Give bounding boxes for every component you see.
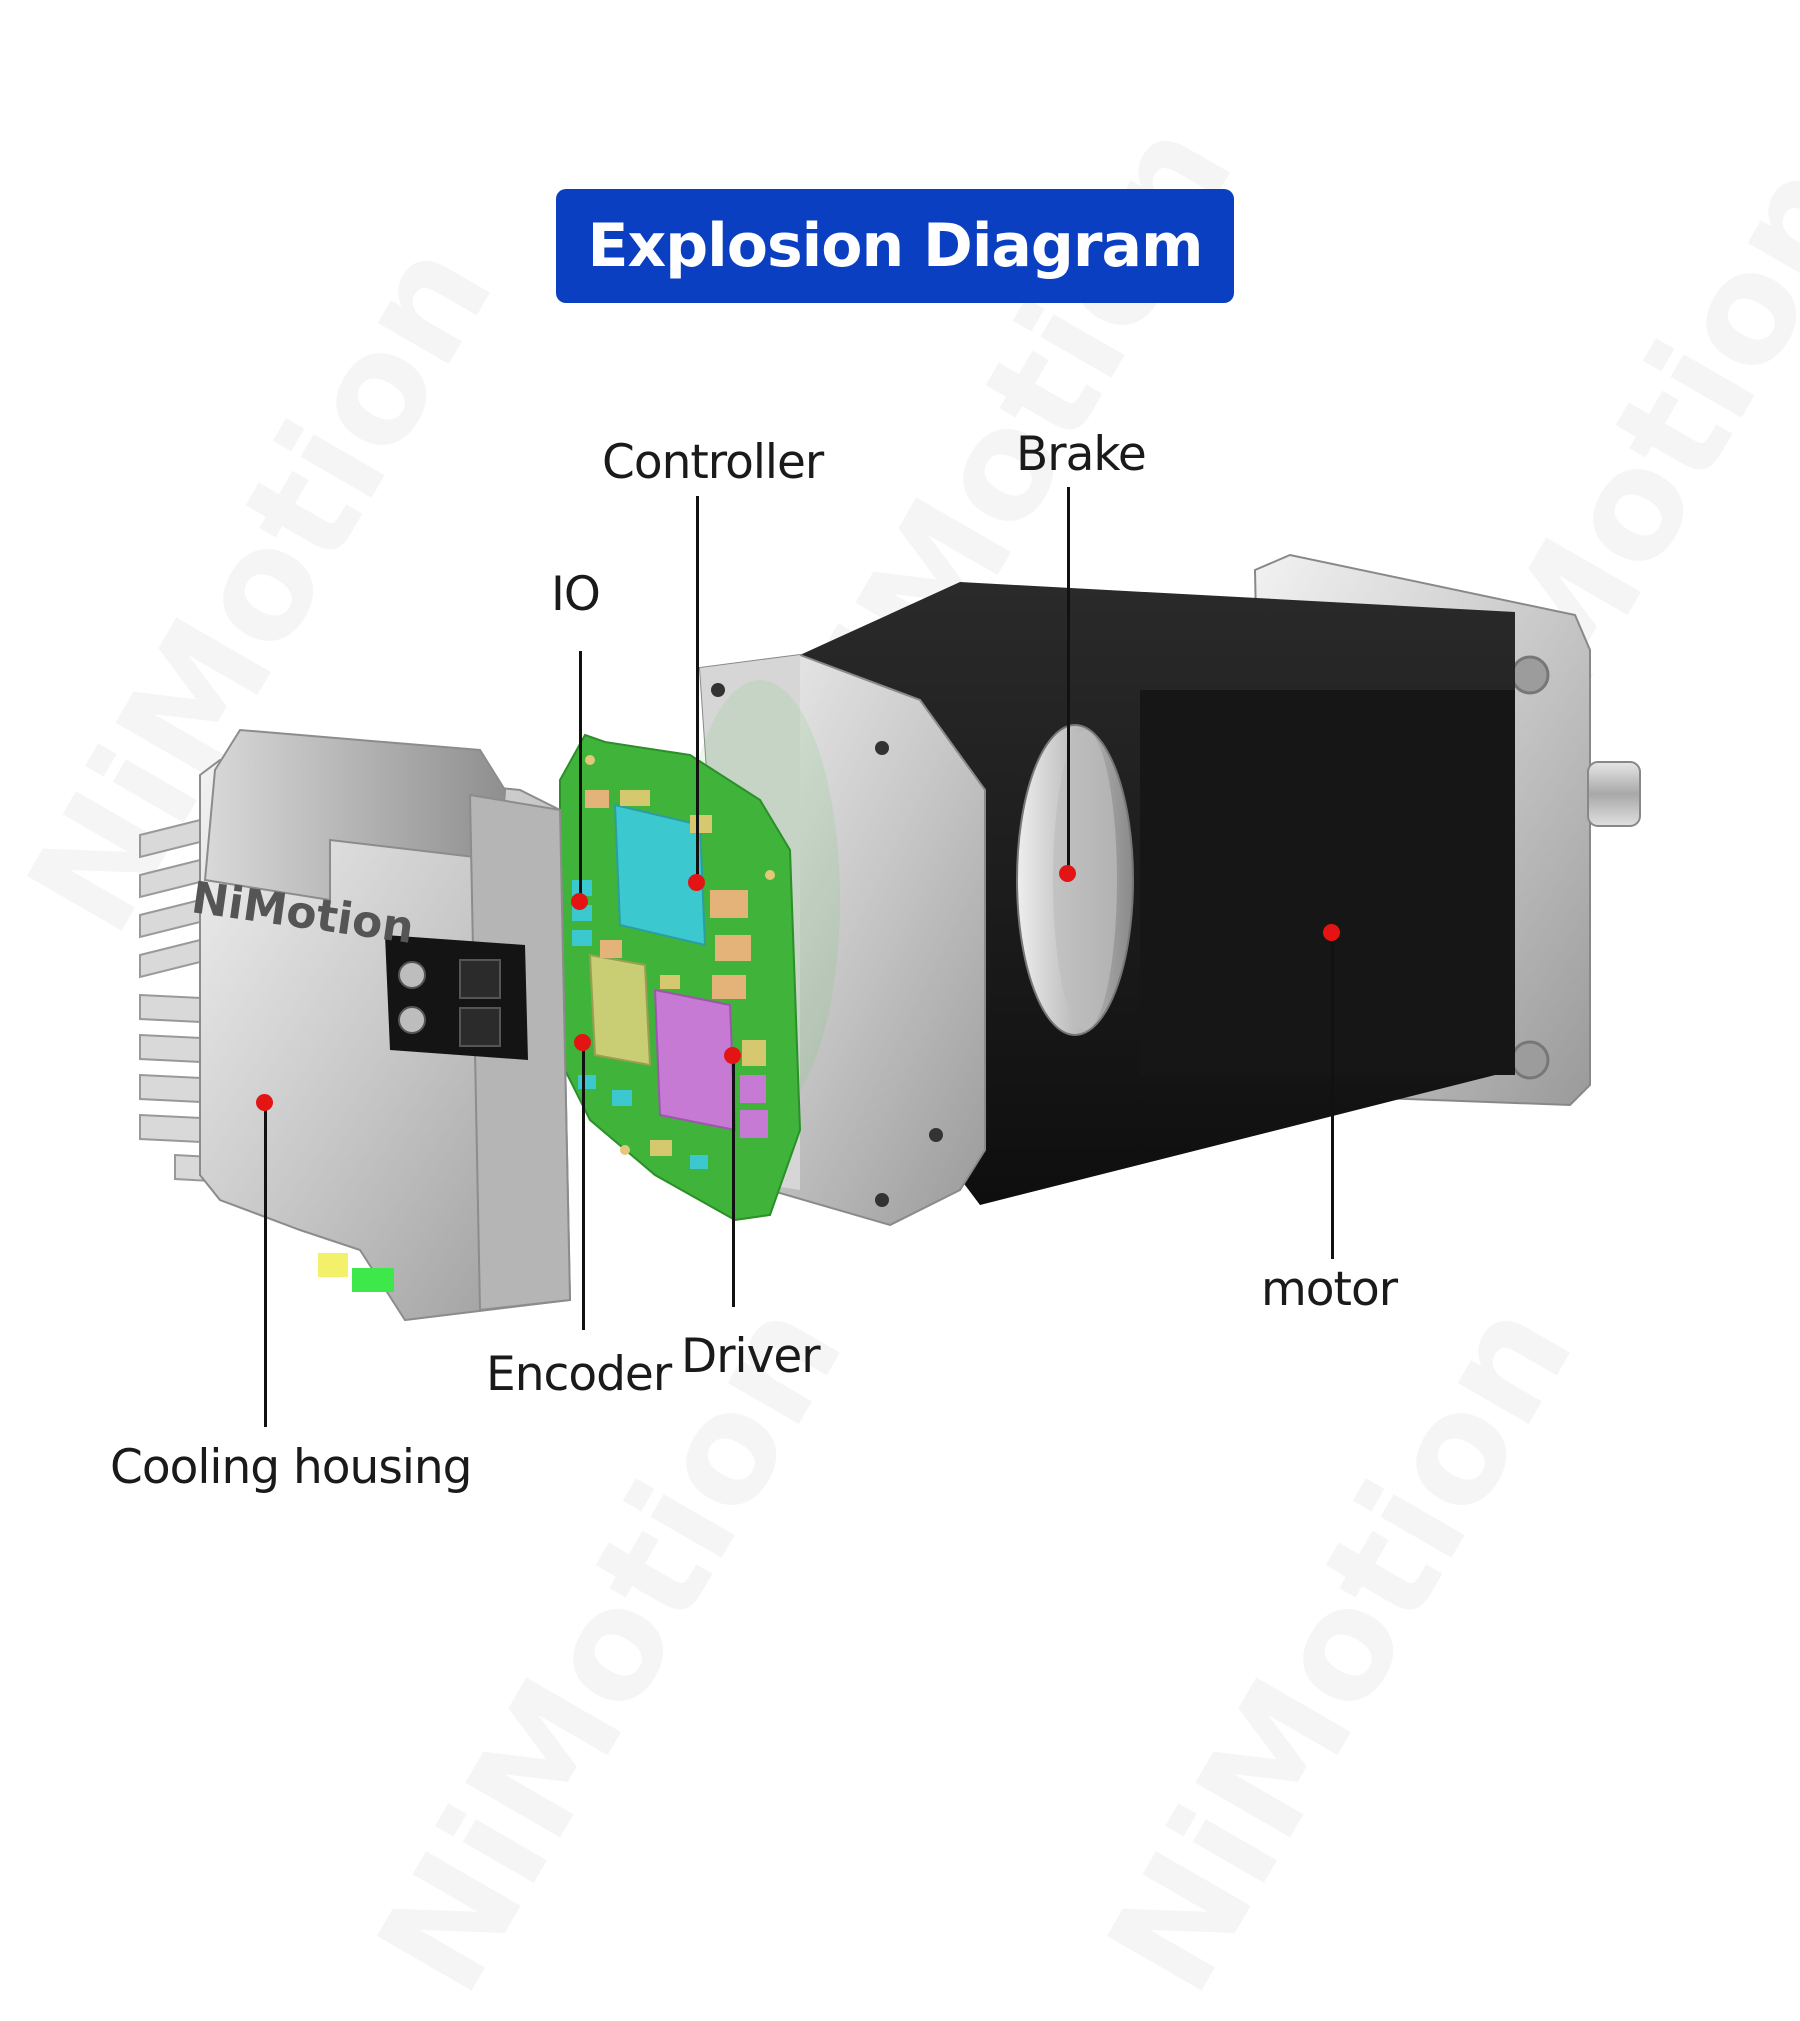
callout-dot-io	[571, 893, 588, 910]
leader-line-encoder	[582, 1042, 585, 1330]
label-encoder: Encoder	[486, 1347, 672, 1402]
leader-line-io	[579, 651, 582, 901]
status-led-yellow	[318, 1253, 348, 1277]
controller-chip	[613, 803, 707, 947]
servo-motor-illustration: NiMotion	[139, 553, 1641, 1322]
encoder-chip	[588, 953, 652, 1067]
flange-bolt-hole	[1510, 655, 1550, 695]
motor-assembly	[680, 553, 1641, 1227]
leader-line-motor	[1331, 932, 1334, 1259]
callout-dot-driver	[724, 1047, 741, 1064]
flange-bolt-hole	[875, 741, 889, 755]
flange-bolt-hole	[711, 683, 725, 697]
callout-dot-controller	[688, 874, 705, 891]
callout-dot-motor	[1323, 924, 1340, 941]
flange-bolt-hole	[929, 1128, 943, 1142]
callout-dot-brake	[1059, 865, 1076, 882]
driver-chip	[653, 988, 737, 1132]
terminal-block	[385, 935, 528, 1060]
status-led-green	[352, 1268, 394, 1292]
page-title: Explosion Diagram	[587, 211, 1204, 281]
cooling-housing	[139, 728, 572, 1322]
leader-line-controller	[696, 496, 699, 882]
pcb-board	[559, 733, 802, 1222]
flange-bolt-hole	[1510, 1040, 1550, 1080]
diagram-stage: NiMotion NiMotion NiMotion NiMotion NiMo…	[110, 189, 1641, 1495]
label-cooling-housing: Cooling housing	[110, 1440, 473, 1495]
motor-shaft	[1587, 761, 1641, 827]
flange-bolt-hole	[875, 1193, 889, 1207]
callout-dot-cooling-housing	[256, 1094, 273, 1111]
callout-dot-encoder	[574, 1034, 591, 1051]
label-controller: Controller	[602, 435, 824, 490]
leader-line-brake	[1067, 487, 1070, 873]
leader-line-driver	[732, 1055, 735, 1307]
leader-line-cooling-housing	[264, 1102, 267, 1427]
label-io: IO	[551, 567, 601, 622]
motor-body-front	[1140, 690, 1515, 1075]
label-driver: Driver	[681, 1329, 821, 1384]
label-brake: Brake	[1016, 427, 1147, 482]
title-banner: Explosion Diagram	[556, 189, 1234, 303]
label-motor: motor	[1261, 1262, 1398, 1317]
